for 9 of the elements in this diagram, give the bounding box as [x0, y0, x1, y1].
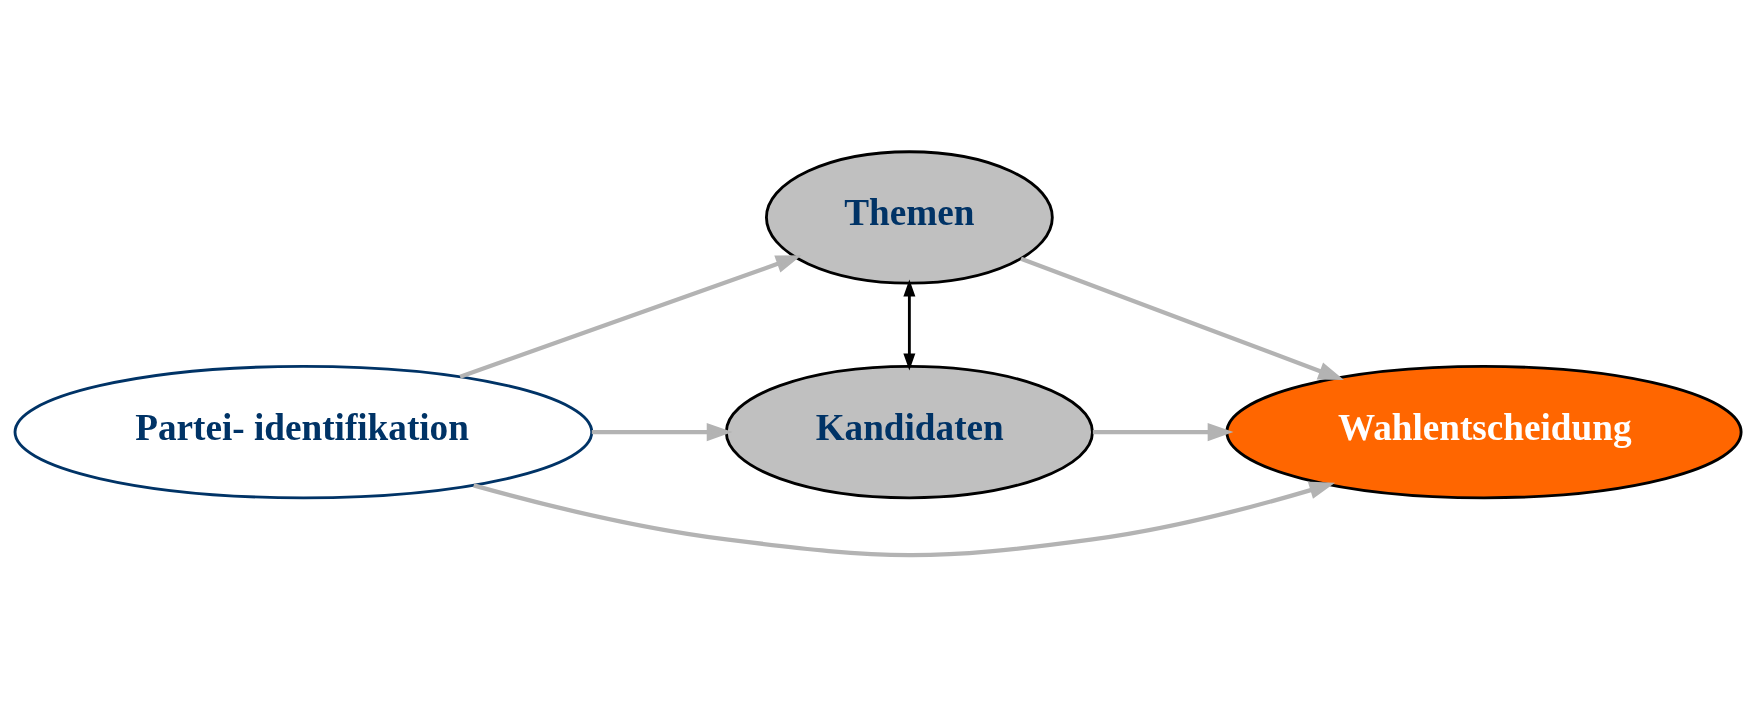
arrow	[1092, 422, 1234, 441]
node-ellipse: Kandidaten	[724, 364, 1094, 499]
node-ellipse: Themen	[765, 149, 1054, 285]
node-ellipse: Partei- identifikation	[13, 364, 594, 499]
arrow	[459, 254, 802, 379]
arrow	[591, 422, 733, 441]
arrow	[473, 481, 1336, 557]
arrow	[903, 278, 916, 371]
arrow	[1020, 256, 1345, 380]
